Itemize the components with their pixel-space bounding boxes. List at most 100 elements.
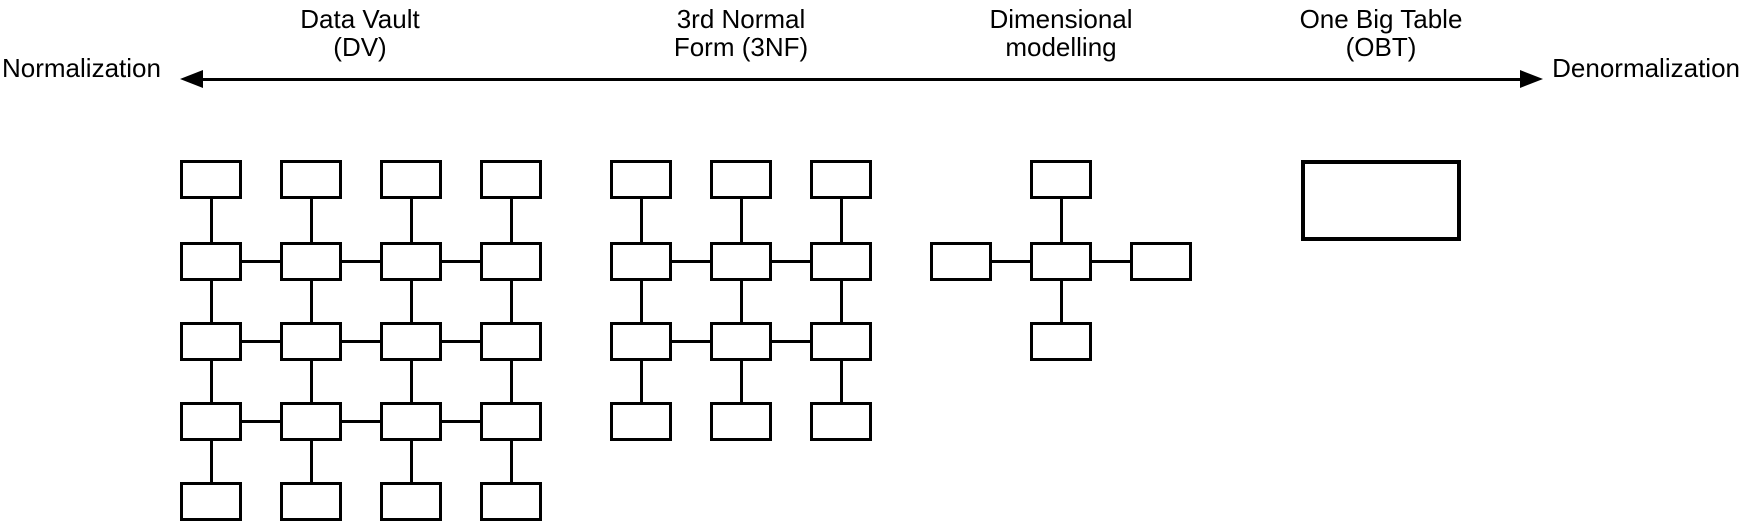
relationship-line (409, 281, 413, 322)
relationship-line (209, 199, 213, 242)
relationship-line (242, 419, 280, 423)
label-line: Form (3NF) (673, 32, 809, 62)
table-box (810, 242, 872, 281)
axis-arrow-line (198, 77, 1525, 81)
label-dimensional-modelling: Dimensional modelling (951, 5, 1171, 61)
table-box (710, 402, 772, 441)
table-box (180, 482, 242, 521)
table-box (710, 242, 772, 281)
relationship-line (509, 361, 513, 402)
relationship-line (739, 281, 743, 322)
relationship-line (442, 419, 480, 423)
relationship-line (442, 259, 480, 263)
label-line: Data Vault (300, 4, 420, 34)
relationship-line (739, 361, 743, 402)
table-box (380, 242, 442, 281)
relationship-line (442, 339, 480, 343)
label-line: (OBT) (1345, 32, 1417, 62)
relationship-line (639, 281, 643, 322)
table-box (280, 322, 342, 361)
table-box (280, 160, 342, 199)
relationship-line (509, 441, 513, 482)
denormalization-label: Denormalization (1552, 53, 1740, 83)
relationship-line (409, 441, 413, 482)
label-line: 3rd Normal (676, 4, 806, 34)
table-box (480, 242, 542, 281)
table-box (710, 160, 772, 199)
relationship-line (839, 281, 843, 322)
label-data-vault: Data Vault (DV) (250, 5, 470, 61)
table-box (1030, 160, 1092, 199)
relationship-line (739, 199, 743, 242)
table-box (610, 322, 672, 361)
table-box (480, 402, 542, 441)
table-box (610, 402, 672, 441)
relationship-line (509, 199, 513, 242)
relationship-line (509, 281, 513, 322)
relationship-line (309, 281, 313, 322)
relationship-line (242, 259, 280, 263)
relationship-line (1092, 259, 1130, 263)
normalization-label: Normalization (2, 53, 161, 83)
relationship-line (1059, 281, 1063, 322)
relationship-line (772, 259, 810, 263)
table-box (380, 322, 442, 361)
table-box (710, 322, 772, 361)
relationship-line (839, 199, 843, 242)
table-box (610, 160, 672, 199)
label-line: (DV) (333, 32, 387, 62)
relationship-line (209, 361, 213, 402)
table-box (380, 402, 442, 441)
label-third-normal-form: 3rd Normal Form (3NF) (631, 5, 851, 61)
relationship-line (672, 259, 710, 263)
table-box (930, 242, 992, 281)
relationship-line (342, 419, 380, 423)
table-box (380, 160, 442, 199)
relationship-line (409, 361, 413, 402)
relationship-line (309, 199, 313, 242)
label-line: modelling (1005, 32, 1117, 62)
relationship-line (772, 339, 810, 343)
table-box (810, 322, 872, 361)
table-box (480, 322, 542, 361)
table-box (1301, 160, 1461, 241)
relationship-line (342, 339, 380, 343)
table-box (480, 160, 542, 199)
table-box (480, 482, 542, 521)
relationship-line (342, 259, 380, 263)
relationship-line (209, 441, 213, 482)
table-box (810, 160, 872, 199)
table-box (280, 402, 342, 441)
table-box (810, 402, 872, 441)
relationship-line (639, 199, 643, 242)
relationship-line (209, 281, 213, 322)
table-box (1030, 242, 1092, 281)
label-line: One Big Table (1299, 4, 1463, 34)
relationship-line (672, 339, 710, 343)
relationship-line (992, 259, 1030, 263)
table-box (280, 482, 342, 521)
table-box (1030, 322, 1092, 361)
relationship-line (1059, 199, 1063, 242)
relationship-line (839, 361, 843, 402)
label-one-big-table: One Big Table (OBT) (1271, 5, 1491, 61)
relationship-line (309, 441, 313, 482)
table-box (610, 242, 672, 281)
table-box (180, 402, 242, 441)
table-box (180, 242, 242, 281)
table-box (380, 482, 442, 521)
table-box (180, 160, 242, 199)
relationship-line (242, 339, 280, 343)
arrow-right-head-icon (1520, 70, 1543, 88)
table-box (1130, 242, 1192, 281)
table-box (180, 322, 242, 361)
arrow-left-head-icon (180, 70, 203, 88)
relationship-line (309, 361, 313, 402)
relationship-line (409, 199, 413, 242)
relationship-line (639, 361, 643, 402)
table-box (280, 242, 342, 281)
